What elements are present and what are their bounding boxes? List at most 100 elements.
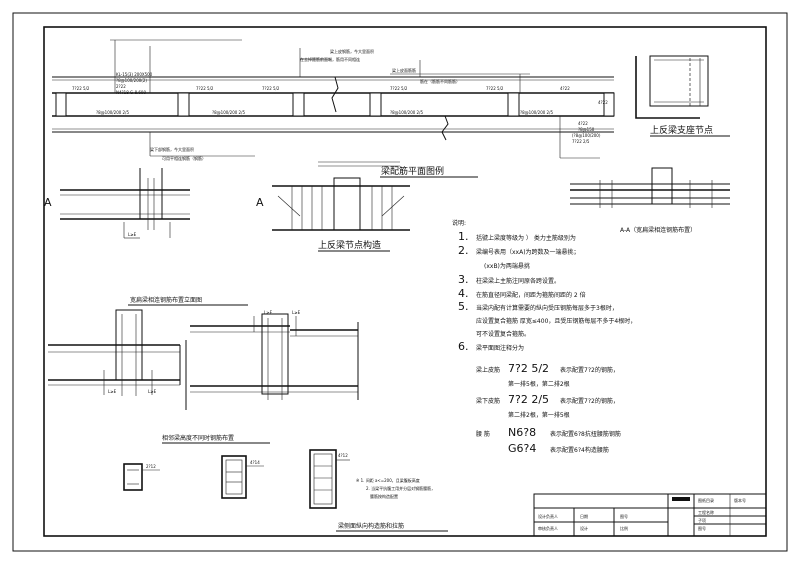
note-number: 1. — [458, 230, 469, 243]
upturned-beam-construction-detail — [272, 161, 410, 231]
left-code-1: KL-15(3) 200X500 — [116, 72, 153, 77]
side-ties-sections — [123, 449, 350, 509]
rebar-desc: 表示配置6?4构造腰筋 — [550, 446, 609, 454]
rebar-code: G6?4 — [508, 442, 536, 455]
wide-flat-beam-section-aa — [570, 167, 730, 208]
column — [369, 92, 382, 117]
plan-bottom-note-2: 可用平相连钢筋（钢筋） — [162, 155, 206, 161]
note-text: (xxB)为两端悬挑 — [484, 262, 530, 270]
column — [177, 92, 190, 117]
section-label: 4?14 — [250, 460, 260, 465]
title-block-header: 版本号 — [734, 497, 746, 503]
left-code-2: ?8@100/200(2) — [116, 78, 147, 83]
inner-border — [43, 26, 767, 537]
section-label: 2?12 — [146, 464, 156, 469]
notes-heading: 说明: — [452, 219, 466, 227]
note-text: 梁编号表用（xxA)为跨数及一端悬挑； — [476, 248, 580, 256]
title-block-label: 审核负责人 — [538, 525, 558, 531]
note-number: 2. — [458, 244, 469, 257]
title-wide-flat-beam-elevation: 宽扁梁相连钢筋布置立面图 — [130, 296, 202, 304]
span-label: 7?22 5/2 — [196, 86, 214, 91]
right-code-1: 4?22 — [578, 121, 588, 126]
dim-label: L≥E — [128, 232, 137, 237]
wide-flat-beam-elevation-detail — [48, 309, 187, 410]
outer-border — [12, 12, 788, 552]
span-label: 7?22 5/2 — [72, 86, 90, 91]
note-number: 5. — [458, 300, 469, 313]
plan-top-note-2: 在去掉箍筋前面端，筋用不同相连 — [300, 56, 360, 62]
adjacent-beam-diff-height-detail — [190, 313, 359, 400]
rebar-desc: 表示配置7?2的钢筋， — [560, 397, 619, 405]
title-block-label: 设计负责人 — [538, 513, 558, 519]
dim-label: L≥E — [292, 310, 301, 315]
plan-mid-note-2: 筋在（筋筋不同筋筋） — [420, 78, 460, 84]
bottom-span-label: ?8@100/200 2/5 — [520, 110, 553, 115]
note-number: 4. — [458, 287, 469, 300]
note-text: 应设置复合箍筋 厚宽≤400，且受压钢筋每层不多于4根时， — [476, 317, 636, 325]
title-block-value: 日期 — [580, 513, 588, 519]
right-code-3: (?8@100/200) — [572, 133, 601, 138]
notes-block: 说明: 1. 括號上梁度等级为 ） 类力主筋级别为 2. 梁编号表用（xxA)为… — [452, 219, 636, 455]
column — [292, 92, 305, 117]
bottom-span-label: ?8@100/200 2/5 — [390, 110, 423, 115]
rebar-code: N6?8 — [508, 426, 536, 439]
rebar-code: 7?2 2/5 — [508, 393, 549, 406]
plan-mid-note-1: 梁上皮面筋筋 — [392, 67, 416, 73]
span-label: 7?22 5/2 — [390, 86, 408, 91]
title-block-right-row: 工程名称 — [698, 509, 714, 515]
rebar-label: 腰 筋 — [476, 430, 490, 438]
dim-label: L≥E — [108, 389, 117, 394]
title-side-longitudinal-ties: 梁侧面纵向构造筋和拉筋 — [338, 522, 404, 530]
right-code-2: ?8@150 — [578, 127, 595, 132]
title-block-header: 图纸目录 — [698, 497, 714, 503]
title-block-label: 设计 — [580, 525, 588, 531]
title-block — [533, 493, 767, 537]
rebar-desc: 表示配置7?2的钢筋， — [560, 366, 619, 374]
section-label: 4?12 — [338, 453, 348, 458]
note-text: 当梁内配有计算需要的纵向受压钢筋每层多于3根时， — [476, 304, 618, 312]
dim-label: L≥E — [148, 389, 157, 394]
span-label: 7?22 5/2 — [262, 86, 280, 91]
title-adjacent-beam-diff-height: 相邻梁高度不同时钢筋布置 — [162, 434, 234, 442]
dim-label: L≥E — [264, 310, 273, 315]
column — [507, 92, 520, 117]
title-plan-legend: 梁配筋平面图例 — [381, 165, 444, 177]
section-mark-a-right: A — [256, 196, 264, 209]
right-code-4: 7?22 2/5 — [572, 139, 590, 144]
span-label: 7?22 5/2 — [486, 86, 504, 91]
footnote-line: 2. 当梁平抗腹工用并分层对钢筋腰筋， — [366, 485, 435, 491]
plan-bottom-note-1: 梁下部钢筋，今大里面积 — [150, 146, 194, 152]
left-code-3: 2?22 — [116, 84, 126, 89]
rebar-label: 梁下皮筋 — [476, 397, 500, 405]
rebar-desc: 第一排5根，第二排2根 — [508, 380, 570, 388]
title-upturned-support-node: 上反梁支座节点 — [650, 124, 713, 136]
rebar-label: 梁上皮筋 — [476, 366, 500, 374]
span-label: 4?22 — [560, 86, 570, 91]
note-text: 梁平面图注释分为 — [476, 344, 524, 352]
note-text: 在筋直径同梁配，间距为箍筋间距的 2 倍 — [476, 291, 586, 299]
section-a-left-detail — [60, 168, 190, 239]
bottom-span-label: ?8@100/200 2/5 — [212, 110, 245, 115]
title-block-right-row: 子项 — [698, 517, 706, 523]
note-text: 括號上梁度等级为 ） 类力主筋级别为 — [476, 234, 576, 242]
rebar-desc: 表示配置6?8抗扭腰筋钢筋 — [550, 430, 621, 438]
upturned-support-node-detail — [635, 55, 709, 119]
section-mark-a-left: A — [44, 196, 52, 209]
note-text: 可不设置复合箍筋。 — [476, 330, 530, 338]
title-upturned-beam-construction: 上反梁节点构造 — [318, 239, 381, 251]
rebar-code: 7?2 5/2 — [508, 362, 549, 375]
plan-top-note-1: 梁上皮钢筋，今大里面积 — [330, 48, 374, 54]
title-block-right-row: 图号 — [698, 525, 706, 531]
footnote-line: 腰筋按构造配置 — [370, 493, 398, 499]
title-block-value: 比例 — [620, 525, 628, 531]
bottom-span-label: 4?22 — [598, 100, 608, 105]
note-number: 6. — [458, 340, 469, 353]
title-wide-flat-beam-section: A-A（宽扁梁相连钢筋布置） — [620, 226, 696, 234]
footnote-line: ※ 1. 间距 a<=200，且梁腹板高度 — [356, 477, 420, 483]
rebar-desc: 第二排2根，第一排5根 — [508, 411, 570, 419]
left-code-4: N4?18 G-8.600 — [116, 90, 146, 95]
note-text: 柱梁梁上主筋注同原各跨设置。 — [476, 277, 560, 285]
column — [603, 92, 615, 117]
